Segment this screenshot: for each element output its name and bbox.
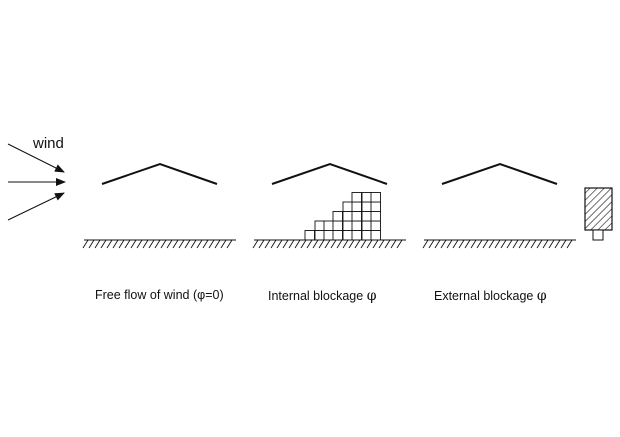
stack-box xyxy=(370,220,381,231)
external-obstruction xyxy=(584,187,613,241)
stack-box xyxy=(351,230,362,241)
stack-box xyxy=(370,192,381,203)
stack-box xyxy=(361,220,372,231)
stack-box xyxy=(351,201,362,212)
obstruction-base xyxy=(592,229,604,241)
panel-external-blockage xyxy=(422,162,613,249)
stack-box xyxy=(332,220,343,231)
wind-arrow-lower xyxy=(7,192,65,221)
ground-3 xyxy=(422,239,576,249)
stack-box xyxy=(361,230,372,241)
canopy-roof-1 xyxy=(101,162,218,185)
wind-label: wind xyxy=(33,135,64,152)
stack-box xyxy=(351,192,362,203)
obstruction-body xyxy=(584,187,613,231)
phi-symbol: φ xyxy=(536,288,547,304)
panel-internal-blockage xyxy=(252,162,406,249)
stack-box xyxy=(351,220,362,231)
stack-box xyxy=(342,211,353,222)
stack-box xyxy=(342,230,353,241)
wind-arrows xyxy=(7,143,66,221)
stack-box xyxy=(314,220,325,231)
canopy-roof-3 xyxy=(441,162,558,185)
caption-external-blockage: External blockage φ xyxy=(434,288,547,304)
wind-arrow-upper xyxy=(7,143,65,173)
stack-box xyxy=(370,230,381,241)
stack-box xyxy=(361,192,372,203)
stack-box xyxy=(351,211,362,222)
stack-box xyxy=(332,230,343,241)
stack-box xyxy=(304,230,315,241)
stack-box xyxy=(370,211,381,222)
caption-free-flow: Free flow of wind (φ=0) xyxy=(95,288,224,302)
stack-box xyxy=(314,230,325,241)
stack-box xyxy=(342,220,353,231)
phi-symbol: φ xyxy=(366,288,377,304)
stack-box xyxy=(332,211,343,222)
stack-box xyxy=(370,201,381,212)
caption-external-blockage-text: External blockage xyxy=(434,289,534,303)
ground-1 xyxy=(82,239,236,249)
panel-free-flow xyxy=(82,162,236,249)
stack-box xyxy=(361,211,372,222)
stack-box xyxy=(323,230,334,241)
stacked-goods xyxy=(304,192,381,241)
stack-box xyxy=(342,201,353,212)
canopy-roof-2 xyxy=(271,162,388,185)
caption-internal-blockage-text: Internal blockage xyxy=(268,289,364,303)
caption-internal-blockage: Internal blockage φ xyxy=(268,288,377,304)
ground-2 xyxy=(252,239,406,249)
stack-box xyxy=(323,220,334,231)
stack-box xyxy=(361,201,372,212)
